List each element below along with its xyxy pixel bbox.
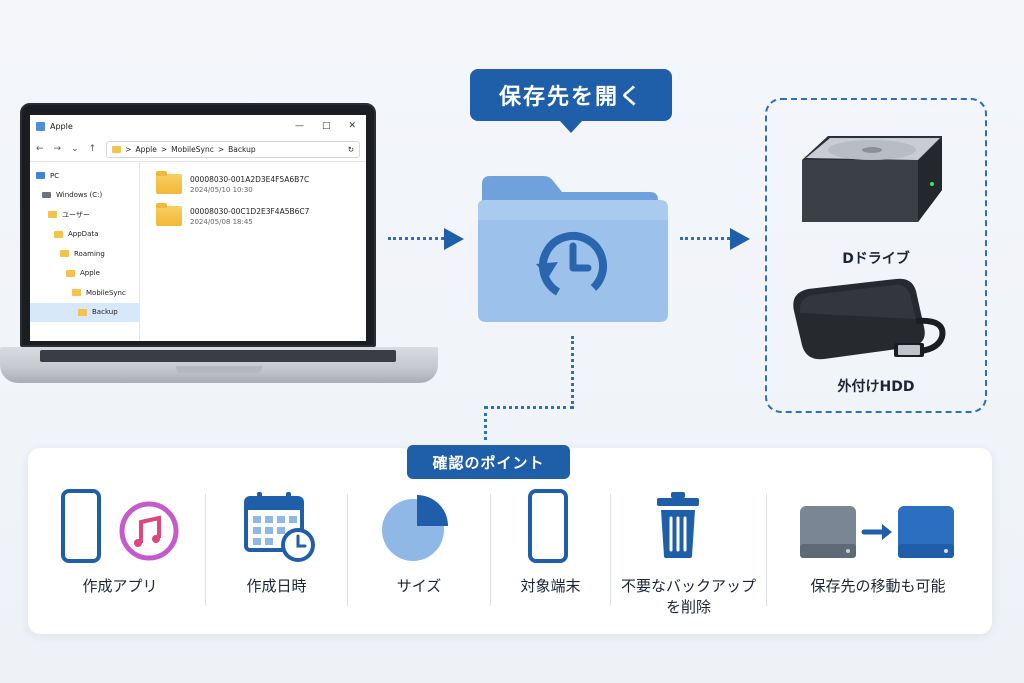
external-hdd-label: 外付けHDD (837, 379, 915, 395)
divider (610, 494, 611, 606)
point-label: サイズ (396, 577, 442, 595)
point-label: 保存先の移動も可能 (810, 577, 946, 595)
tree-item-apple[interactable]: Apple (30, 264, 139, 284)
tree-item-users[interactable]: ユーザー (30, 205, 139, 225)
window-title: Apple (50, 121, 73, 131)
tree-item-windows[interactable]: Windows (C:) (30, 186, 139, 206)
folder-icon (156, 203, 182, 226)
address-bar[interactable]: > Apple > MobileSync > Backup ↻ (106, 140, 360, 158)
arrow-right-icon (444, 228, 464, 250)
folder-icon (48, 211, 57, 219)
internal-hdd-icon (802, 136, 942, 222)
phone-itunes-icon (61, 489, 179, 563)
dotted-connector (571, 336, 574, 409)
dotted-connector (680, 237, 730, 240)
divider (347, 494, 348, 606)
open-location-callout: 保存先を開く (470, 69, 672, 121)
drive-icon (42, 192, 51, 199)
tree-label: PC (50, 171, 60, 180)
recent-dropdown-icon[interactable]: ⌄ (71, 144, 79, 154)
refresh-icon[interactable]: ↻ (347, 144, 354, 154)
file-name: 00008030-001A2D3E4F5A6B7C (190, 174, 310, 184)
folder-icon (72, 289, 81, 297)
folder-app-icon (36, 121, 45, 131)
laptop-keyboard (40, 350, 396, 362)
external-hdd-icon (793, 278, 946, 360)
dotted-connector (388, 237, 444, 240)
point-label: 作成アプリ (82, 577, 158, 595)
minimize-button[interactable]: — (294, 121, 304, 131)
explorer-titlebar: Apple — □ ✕ (30, 115, 366, 137)
calendar-clock-icon (244, 492, 315, 562)
breadcrumb-item[interactable]: MobileSync (171, 144, 214, 154)
point-label-line2: を削除 (665, 598, 711, 616)
file-name: 00008030-00C1D2E3F4A5B6C7 (190, 206, 310, 216)
divider (205, 494, 206, 606)
file-date: 2024/05/08 18:45 (190, 217, 253, 226)
point-label: 対象端末 (520, 577, 581, 595)
file-item[interactable]: 00008030-001A2D3E4F5A6B7C 2024/05/10 10:… (156, 171, 366, 194)
maximize-button[interactable]: □ (321, 121, 331, 131)
tree-label: AppData (68, 230, 99, 239)
close-button[interactable]: ✕ (348, 121, 356, 131)
back-arrow-icon[interactable]: ← (36, 144, 44, 154)
storage-destinations (765, 98, 987, 413)
tree-label: Windows (C:) (56, 191, 103, 200)
folder-icon (78, 308, 87, 316)
callout-tail (560, 121, 582, 133)
d-drive-label: Dドライブ (842, 251, 910, 267)
backup-folder-icon (478, 176, 668, 322)
breadcrumb-sep: > (160, 144, 168, 154)
file-date: 2024/05/10 10:30 (190, 185, 253, 194)
point-label: 作成日時 (246, 577, 307, 595)
folder-icon (156, 171, 182, 194)
dotted-connector (484, 406, 574, 409)
folder-icon (112, 145, 122, 153)
tree-label: MobileSync (86, 288, 126, 297)
tree-item-pc[interactable]: PC (30, 166, 139, 186)
navigation-tree: PC Windows (C:) ユーザー AppData Roaming App… (30, 162, 140, 341)
file-item[interactable]: 00008030-00C1D2E3F4A5B6C7 2024/05/08 18:… (156, 203, 366, 226)
forward-arrow-icon[interactable]: → (53, 144, 62, 154)
point-label-line1: 不要なバックアップ (620, 577, 756, 595)
tree-item-appdata[interactable]: AppData (30, 225, 139, 245)
folder-icon (54, 230, 63, 238)
tree-label: Backup (92, 308, 118, 317)
divider (490, 494, 491, 606)
folder-icon (60, 250, 69, 258)
file-list: 00008030-001A2D3E4F5A6B7C 2024/05/10 10:… (140, 162, 366, 341)
breadcrumb-sep: > (217, 144, 225, 154)
smartphone-icon (528, 489, 568, 563)
tree-label: ユーザー (62, 210, 90, 219)
dotted-connector (484, 406, 487, 440)
pie-chart-icon (382, 495, 448, 561)
tree-label: Apple (80, 269, 100, 278)
tree-label: Roaming (74, 249, 105, 258)
file-explorer-window: Apple — □ ✕ ← → ⌄ ↑ > Apple > MobileSync… (30, 115, 366, 341)
up-arrow-icon[interactable]: ↑ (88, 144, 97, 154)
tree-item-roaming[interactable]: Roaming (30, 244, 139, 264)
trash-icon (657, 492, 699, 558)
tree-item-backup[interactable]: Backup (30, 302, 139, 322)
breadcrumb-sep: > (125, 144, 132, 154)
arrow-right-icon (730, 228, 750, 250)
drive-move-icon (800, 506, 954, 558)
check-points-badge: 確認のポイント (407, 445, 570, 479)
explorer-navbar: ← → ⌄ ↑ > Apple > MobileSync > Backup ↻ (30, 137, 366, 161)
pc-icon (36, 172, 45, 180)
folder-icon (66, 269, 75, 277)
tree-item-mobilesync[interactable]: MobileSync (30, 283, 139, 303)
divider (766, 494, 767, 606)
breadcrumb-item[interactable]: Backup (228, 144, 256, 154)
laptop-notch (176, 366, 262, 373)
breadcrumb-item[interactable]: Apple (135, 144, 157, 154)
